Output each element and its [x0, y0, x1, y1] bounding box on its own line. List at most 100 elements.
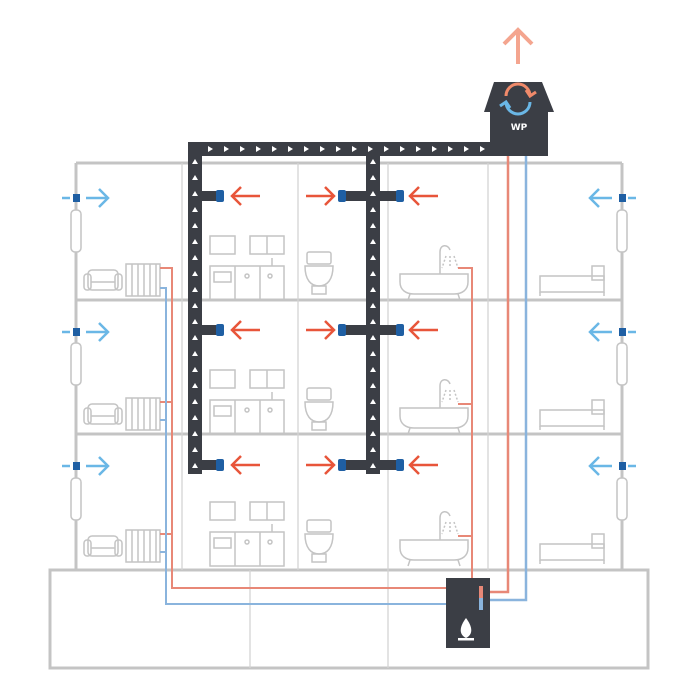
bathtub-icon [399, 244, 469, 301]
duct-flow-arrow [192, 255, 198, 260]
duct-flow-arrow [192, 223, 198, 228]
duct-flow-arrow [370, 399, 376, 404]
kitchen-icon [209, 369, 285, 435]
extract-arrow-icon [304, 185, 336, 207]
extract-arrow-icon [230, 454, 262, 476]
duct-flow-arrow [192, 415, 198, 420]
extract-arrow-icon [230, 185, 262, 207]
bed-icon [539, 265, 605, 297]
duct-flow-arrow [192, 239, 198, 244]
fresh-air-arrow-icon [60, 455, 110, 477]
duct-flow-arrow [192, 447, 198, 452]
duct-flow-arrow [370, 207, 376, 212]
duct-flow-arrow [192, 303, 198, 308]
duct-flow-arrow [240, 146, 245, 152]
duct-flow-arrow [370, 271, 376, 276]
duct-flow-arrows [192, 146, 485, 468]
duct-flow-arrow [384, 146, 389, 152]
duct-flow-arrow [192, 351, 198, 356]
boiler-flame-icon [458, 618, 474, 641]
extract-valve-icon [396, 459, 404, 471]
riser-pipes [486, 140, 528, 602]
extract-valve-icon [338, 459, 346, 471]
duct-flow-arrow [370, 319, 376, 324]
duct-flow-arrow [370, 239, 376, 244]
fresh-air-arrow-icon [60, 187, 110, 209]
extract-arrow-icon [408, 185, 440, 207]
fresh-air-arrow-icon [588, 187, 638, 209]
duct-flow-arrow [192, 175, 198, 180]
fresh-air-inlet-icon [619, 194, 626, 202]
duct-flow-arrow [370, 223, 376, 228]
kitchen-icon [209, 501, 285, 567]
extract-valve-icon [396, 190, 404, 202]
extract-arrow-icon [230, 319, 262, 341]
duct-flow-arrow [370, 255, 376, 260]
fresh-air-inlet-icon [619, 328, 626, 336]
duct-flow-arrow [416, 146, 421, 152]
duct-flow-arrow [400, 146, 405, 152]
duct-flow-arrow [370, 303, 376, 308]
duct-flow-arrow [370, 367, 376, 372]
extract-valve-icon [216, 190, 224, 202]
extract-valve-icon [338, 190, 346, 202]
toilet-icon [304, 387, 334, 431]
duct-flow-arrow [370, 351, 376, 356]
bathtub-icon [399, 510, 469, 567]
bed-icon [539, 399, 605, 431]
heating-pipes-left [160, 267, 458, 605]
duct-flow-arrow [208, 146, 213, 152]
duct-flow-arrow [370, 191, 376, 196]
bed-icon [539, 533, 605, 565]
kitchen-icon [209, 235, 285, 301]
exhaust-arrow-icon [502, 27, 534, 64]
armchair-icon [83, 269, 123, 291]
heat-pump-unit: WP [484, 27, 554, 156]
fresh-air-inlet-icon [73, 194, 80, 202]
duct-flow-arrow [192, 207, 198, 212]
duct-flow-arrow [224, 146, 229, 152]
duct-flow-arrow [370, 415, 376, 420]
duct-flow-arrow [192, 335, 198, 340]
armchair-icon [83, 535, 123, 557]
bathtub-icon [399, 378, 469, 435]
duct-flow-arrow [464, 146, 469, 152]
window-frames [70, 209, 628, 521]
extract-arrow-icon [408, 319, 440, 341]
extract-arrow-icon [304, 319, 336, 341]
duct-flow-arrow [192, 319, 198, 324]
extract-arrow-icon [408, 454, 440, 476]
extract-valve-icon [216, 459, 224, 471]
duct-flow-arrow [192, 463, 198, 468]
duct-flow-arrow [370, 159, 376, 164]
duct-flow-arrow [192, 271, 198, 276]
boiler [446, 578, 490, 648]
interior-partitions [181, 163, 489, 668]
duct-flow-arrow [256, 146, 261, 152]
fresh-air-arrow-icon [60, 321, 110, 343]
duct-flow-arrow [192, 383, 198, 388]
duct-flow-arrow [192, 159, 198, 164]
duct-flow-arrow [370, 463, 376, 468]
duct-flow-arrow [192, 399, 198, 404]
duct-flow-arrow [336, 146, 341, 152]
duct-flow-arrow [480, 146, 485, 152]
fresh-air-arrow-icon [588, 321, 638, 343]
radiator-icon [125, 397, 161, 431]
duct-flow-arrow [448, 146, 453, 152]
duct-flow-arrow [192, 431, 198, 436]
duct-flow-arrow [432, 146, 437, 152]
duct-flow-arrow [370, 383, 376, 388]
extract-arrow-icon [304, 454, 336, 476]
heat-exchange-icon [499, 82, 537, 116]
extract-air-arrows [230, 185, 440, 476]
unit-label: WP [511, 123, 528, 133]
fresh-air-arrow-icon [588, 455, 638, 477]
duct-flow-arrow [352, 146, 357, 152]
duct-flow-arrow [304, 146, 309, 152]
armchair-icon [83, 403, 123, 425]
radiator-icon [125, 529, 161, 563]
toilet-icon [304, 251, 334, 295]
